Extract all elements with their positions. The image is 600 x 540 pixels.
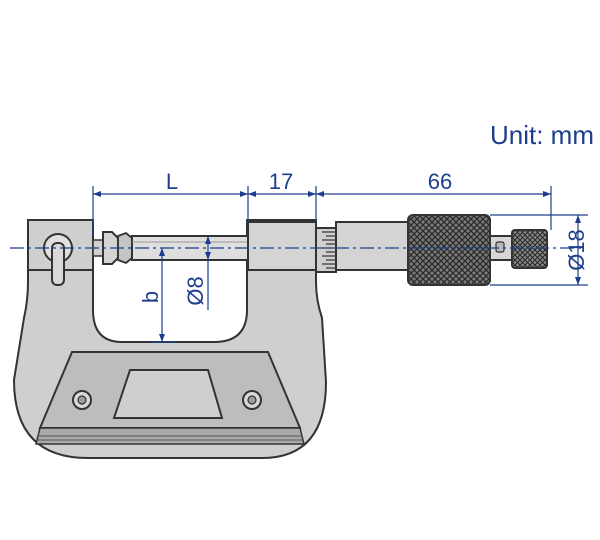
dimension-b	[150, 248, 175, 343]
thimble	[335, 221, 409, 271]
ratchet-knob	[511, 229, 548, 269]
dimension-b-label: b	[138, 291, 163, 303]
name-plate	[112, 369, 224, 419]
dimension-diameter-18-label: Ø18	[564, 229, 589, 271]
dimension-66	[316, 186, 552, 230]
sleeve	[247, 221, 409, 273]
rivet-right	[242, 390, 262, 410]
frame	[12, 219, 328, 459]
dimension-L-label: L	[166, 169, 178, 194]
dimension-diameter-8	[205, 236, 211, 310]
barrel-graduations	[322, 231, 336, 269]
ratchet	[489, 229, 548, 269]
dimension-17	[248, 186, 317, 222]
anvil	[27, 219, 133, 286]
spindle-sleeve	[247, 221, 317, 271]
rivet-left	[72, 390, 92, 410]
barrel	[315, 227, 337, 273]
dimension-diameter-8-label: Ø8	[183, 276, 208, 305]
lock-screw-tab	[51, 242, 65, 286]
dimension-66-label: 66	[428, 169, 452, 194]
dimension-diameter-18	[490, 214, 588, 286]
dimension-17-label: 17	[269, 169, 293, 194]
unit-label: Unit: mm	[490, 120, 594, 150]
dimension-L	[92, 186, 249, 236]
knurled-grip	[407, 214, 491, 286]
